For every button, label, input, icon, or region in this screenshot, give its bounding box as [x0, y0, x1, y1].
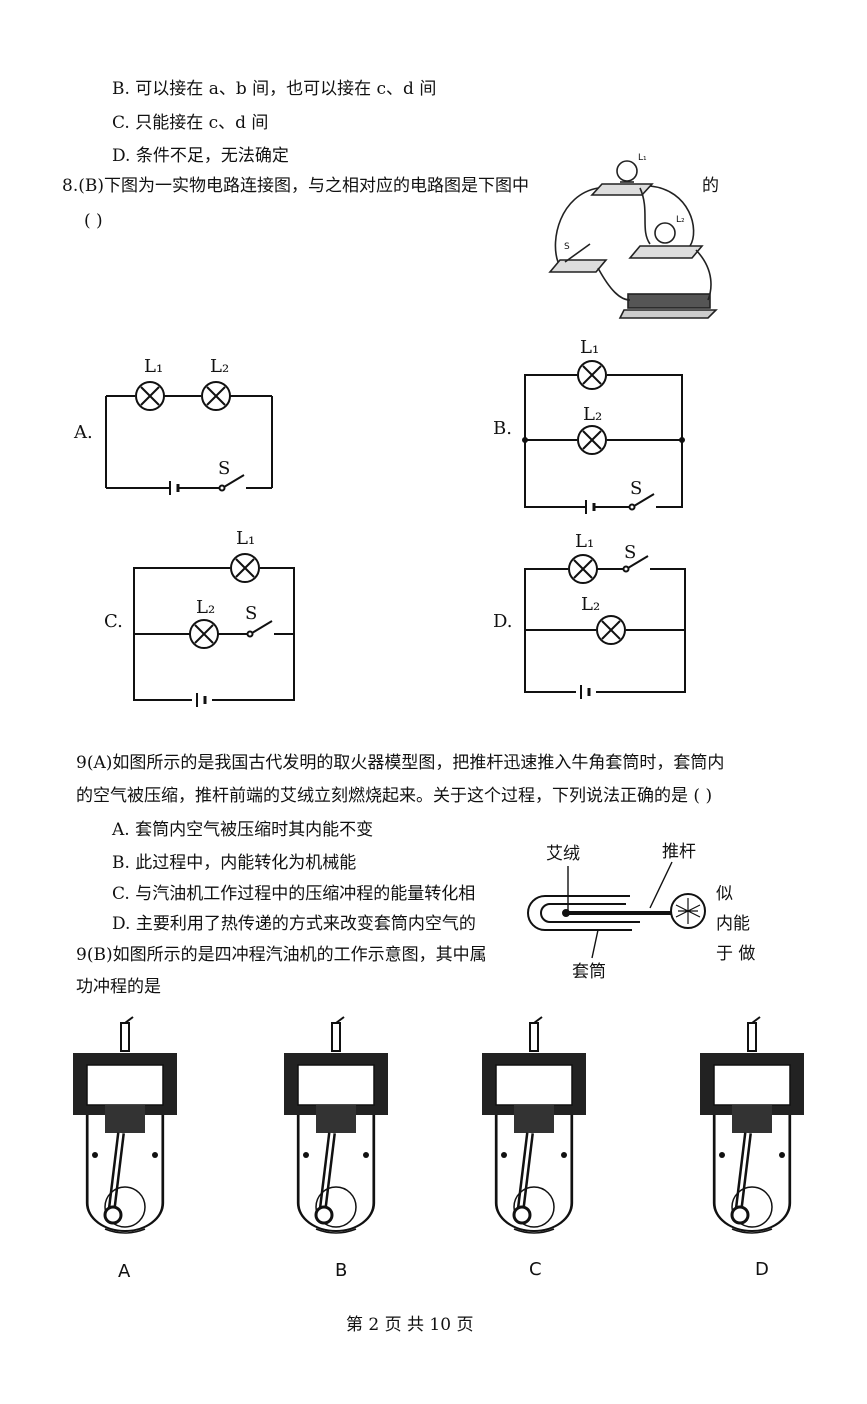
- circuit-a: [105, 381, 273, 495]
- circuit-d-l2: L₂: [581, 594, 601, 615]
- circuit-d-s: S: [624, 542, 637, 563]
- circuit-b: [522, 360, 685, 514]
- fig-label-tuigan: 推杆: [662, 842, 696, 862]
- circuit-a-l1: L₁: [144, 356, 164, 377]
- q9a-option-d: D. 主要利用了热传递的方式来改变套筒内空气的: [112, 914, 476, 934]
- q9a-option-c: C. 与汽油机工作过程中的压缩冲程的能量转化相: [112, 884, 476, 904]
- circuit-b-l2: L₂: [583, 404, 603, 425]
- q9a-line1: 9(A)如图所示的是我国古代发明的取火器模型图，把推杆迅速推入牛角套筒时，套筒内: [76, 753, 725, 773]
- circuit-c-letter: C.: [104, 611, 123, 632]
- q9b-line2: 功冲程的是: [76, 977, 161, 997]
- fig-label-airong: 艾绒: [546, 844, 580, 864]
- circuit-a-l2: L₂: [210, 356, 230, 377]
- engine-label-a: A: [118, 1261, 131, 1282]
- circuit-b-letter: B.: [493, 418, 512, 439]
- circuit-c-l1: L₁: [236, 528, 256, 549]
- q9a-option-c-end: 似: [716, 884, 733, 904]
- q8-stem-end: 的: [702, 176, 719, 196]
- q8-answer-paren: ( ): [84, 211, 103, 231]
- circuit-c-l2: L₂: [196, 597, 216, 618]
- circuit-b-s: S: [630, 478, 643, 499]
- fig-label-taotong: 套筒: [572, 962, 606, 982]
- q9a-line2: 的空气被压缩，推杆前端的艾绒立刻燃烧起来。关于这个过程，下列说法正确的是 ( ): [76, 786, 713, 806]
- circuit-d-l1: L₁: [575, 531, 595, 552]
- photo-l2-label: L₂: [676, 215, 685, 225]
- q9a-option-d-end: 内能: [716, 914, 750, 934]
- q7-option-b: B. 可以接在 a、b 间，也可以接在 c、d 间: [112, 79, 437, 99]
- circuit-c: [133, 553, 295, 707]
- q9b-line1-end: 于 做: [716, 944, 756, 964]
- q9b-line1: 9(B)如图所示的是四冲程汽油机的工作示意图，其中属: [76, 945, 487, 965]
- q9a-option-a: A. 套筒内空气被压缩时其内能不变: [112, 820, 374, 840]
- engine-label-b: B: [335, 1260, 348, 1281]
- circuit-a-letter: A.: [74, 422, 93, 443]
- circuit-c-s: S: [245, 603, 258, 624]
- q8-stem: 8.(B)下图为一实物电路连接图，与之相对应的电路图是下图中: [62, 176, 529, 196]
- q9a-option-b: B. 此过程中，内能转化为机械能: [112, 853, 357, 873]
- circuit-d-letter: D.: [493, 611, 513, 632]
- photo-l1-label: L₁: [638, 153, 647, 163]
- circuit-b-l1: L₁: [580, 337, 600, 358]
- page-footer: 第 2 页 共 10 页: [346, 1315, 474, 1335]
- engine-label-c: C: [529, 1259, 542, 1280]
- photo-switch-label: S: [564, 242, 570, 252]
- circuit-a-s: S: [218, 458, 231, 479]
- q7-option-d: D. 条件不足，无法确定: [112, 146, 289, 166]
- circuit-d: [524, 554, 686, 699]
- engine-label-d: D: [755, 1259, 769, 1280]
- q7-option-c: C. 只能接在 c、d 间: [112, 113, 269, 133]
